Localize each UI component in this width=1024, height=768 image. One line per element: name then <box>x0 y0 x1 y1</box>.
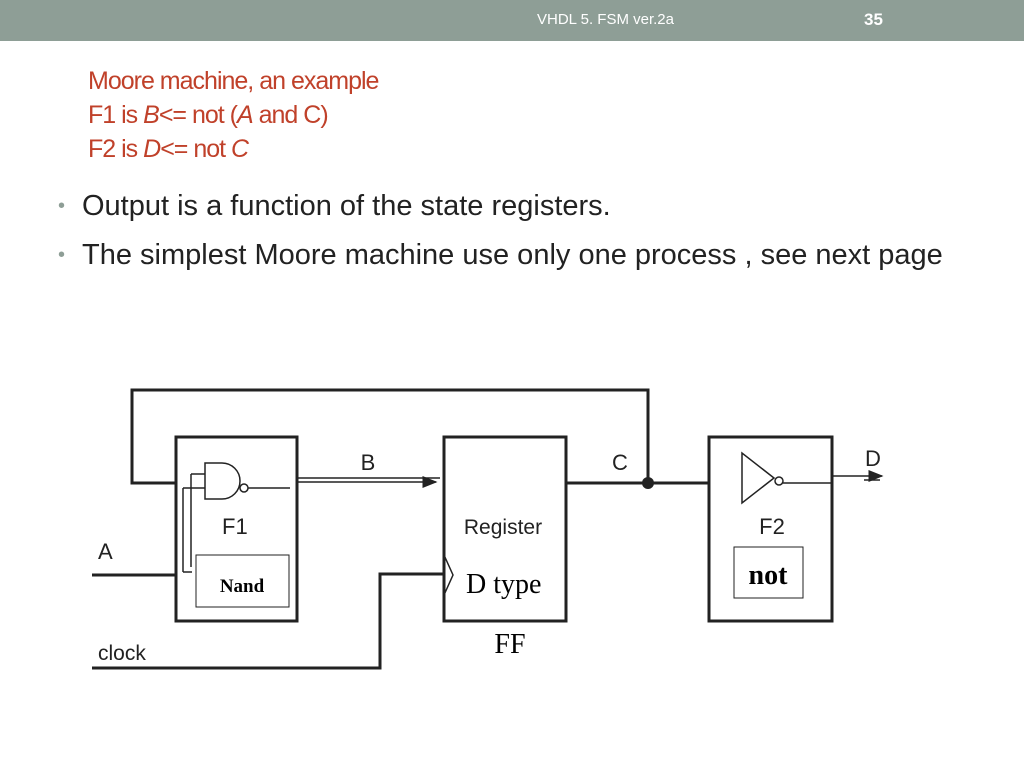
signal-c-label: C <box>612 450 628 475</box>
register-type-line-2: FF <box>494 629 525 660</box>
bullet-item: •The simplest Moore machine use only one… <box>58 235 978 276</box>
wires <box>92 388 709 670</box>
signal-b-wire <box>297 476 440 488</box>
f1-label: F1 <box>222 514 248 539</box>
nand-label-box <box>195 554 290 608</box>
nand-gate-icon <box>182 462 290 573</box>
bullet-dot-icon: • <box>58 195 66 217</box>
signal-d-label: D <box>865 446 881 471</box>
title-line-3: F2 is D<= not C <box>88 135 249 163</box>
slide-title: Moore machine, an example F1 is B<= not … <box>88 64 379 166</box>
deck-title: VHDL 5. FSM ver.2a <box>537 11 674 28</box>
bullet-dot-icon: • <box>58 244 66 266</box>
title-line-2: F1 is B<= not (A and C) <box>88 101 329 129</box>
f2-label: F2 <box>759 514 785 539</box>
register-block <box>442 435 568 623</box>
signal-a-label: A <box>98 539 113 564</box>
signal-b-label: B <box>361 450 376 475</box>
slide-number: 35 <box>864 10 883 29</box>
not-gate-icon <box>741 451 832 505</box>
not-label-box <box>733 546 804 599</box>
clock-triangle-icon <box>443 554 454 596</box>
bullet-item: •Output is a function of the state regis… <box>58 186 978 227</box>
bullet-list: •Output is a function of the state regis… <box>58 186 978 284</box>
register-label: Register <box>464 516 542 539</box>
junction-dot <box>642 477 654 489</box>
title-line-1: Moore machine, an example <box>88 67 379 95</box>
not-label: not <box>749 560 789 591</box>
signal-clock-label: clock <box>98 642 146 665</box>
register-type-line-1: D type <box>466 569 541 600</box>
header-bar: VHDL 5. FSM ver.2a 35 <box>0 0 1024 41</box>
nand-label: Nand <box>220 576 265 597</box>
